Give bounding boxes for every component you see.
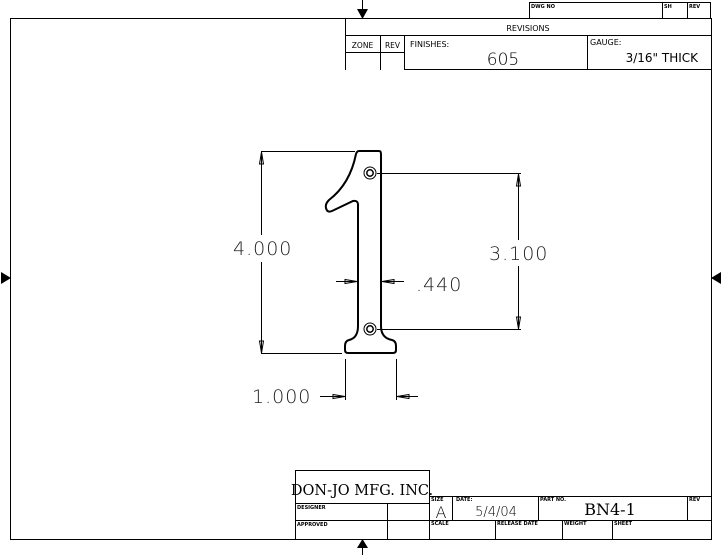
revisions-title: REVISIONS [506, 24, 549, 33]
dwg-no-block: DWG NO SH REV [529, 2, 711, 19]
company-name: DON-JO MFG. INC. [291, 483, 433, 499]
numeral-one-outline [324, 150, 397, 354]
stem-width-value: .440 [416, 274, 462, 296]
stem-width-dimension: .440 [336, 274, 462, 296]
rev-title-label: REV [689, 497, 700, 503]
base-width-dimension: 1.000 [252, 359, 418, 408]
hole-spacing-value: 3.100 [489, 243, 548, 265]
mounting-hole-bottom [363, 322, 377, 336]
date-value: 5/4/04 [475, 505, 517, 520]
arrow-right-icon [1, 272, 11, 284]
part-no-label: PART NO. [540, 497, 566, 503]
drawing-border [10, 18, 712, 540]
weight-label: WEIGHT [564, 521, 587, 527]
title-block: DON-JO MFG. INC. DESIGNER APPROVED SIZE … [291, 470, 712, 540]
gauge-label: GAUGE: [590, 38, 621, 47]
height-value: 4.000 [233, 238, 292, 260]
mounting-hole-top [363, 166, 377, 180]
scale-label: SCALE [431, 521, 449, 527]
gauge-value: 3/16" THICK [626, 51, 700, 65]
sh-label: SH [664, 4, 672, 10]
approved-label: APPROVED [297, 522, 328, 528]
height-dimension: 4.000 [233, 151, 355, 354]
designer-label: DESIGNER [297, 505, 326, 511]
base-width-value: 1.000 [252, 386, 311, 408]
part-no-value: BN4-1 [584, 500, 636, 519]
zone-label: ZONE [352, 41, 374, 50]
sheet-label: SHEET [614, 521, 633, 527]
finishes-value: 605 [487, 50, 519, 70]
size-label: SIZE [431, 497, 444, 503]
revisions-block: REVISIONS ZONE REV FINISHES: 605 GAUGE: … [345, 18, 711, 70]
arrow-left-icon [711, 272, 721, 284]
date-label: DATE: [456, 497, 472, 503]
size-value: A [436, 503, 447, 522]
release-date-label: RELEASE DATE [497, 521, 539, 527]
arrow-up-icon [357, 539, 368, 548]
rev-column-label: REV [385, 41, 401, 50]
arrow-down-icon [357, 9, 368, 19]
finishes-label: FINISHES: [410, 40, 449, 49]
hole-spacing-dimension: 3.100 [377, 173, 548, 330]
dwg-no-label: DWG NO [531, 4, 555, 10]
rev-label: REV [689, 4, 700, 10]
